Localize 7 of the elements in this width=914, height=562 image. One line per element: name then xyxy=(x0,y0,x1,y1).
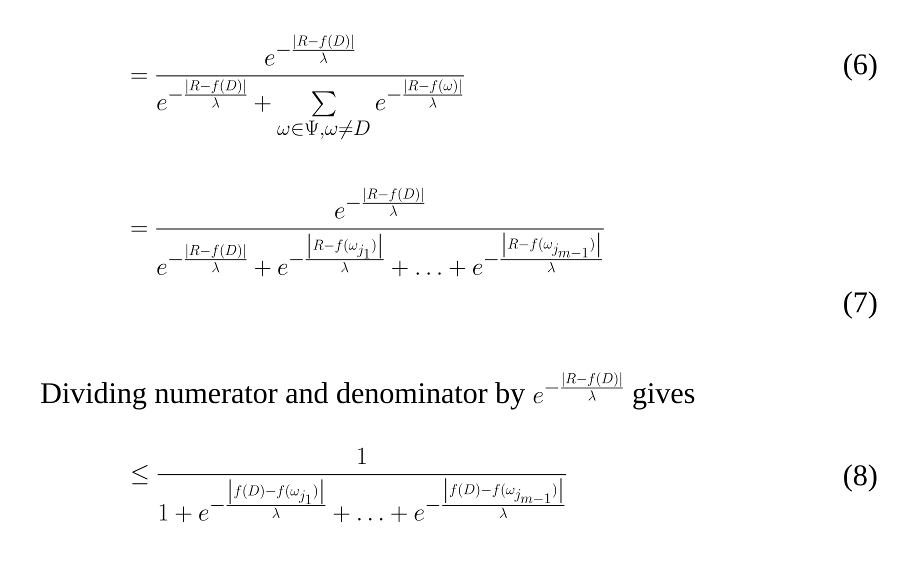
equation: $= \dfrac{e^{-\frac{|R-f(D)|}{\lambda}}}{e^{-\frac{|R-f(D)|}{\lambda}}+\sum\limits_{\omega\in\Psi,\omega\neq D}e^{-\frac{|R-f(\omega)|}{\lambda}}}$ xyxy=(131,34,464,140)
equation-number: (8) xyxy=(844,464,876,492)
equation-number: (6) xyxy=(844,53,876,81)
equation-number: (7) xyxy=(844,291,876,319)
sentence-text: Dividing numerator and denominator by $e^{-\frac{|R-f(D)|}{\lambda}}$ gives xyxy=(41,372,694,410)
equation: $= \dfrac{e^{-\frac{|R-f(D)|}{\lambda}}}{e^{-\frac{|R-f(D)|}{\lambda}}+e^{-\frac{\left|R-f(\omega_{j_1})\right|}{\lambda}}+\ldots+e^{-\frac{\left|R-f(\omega_{j_{m-1}})\right|}{\lambda}}}$ xyxy=(131,188,604,276)
equation: $\leq \dfrac{1}{1+e^{-\frac{\left|f(D)-f(\omega_{j_1})\right|}{\lambda}}+\ldots+e^{-\frac{\left|f(D)-f(\omega_{j_{m-1}})\right|}{\lambda}}}$ xyxy=(132,448,566,522)
